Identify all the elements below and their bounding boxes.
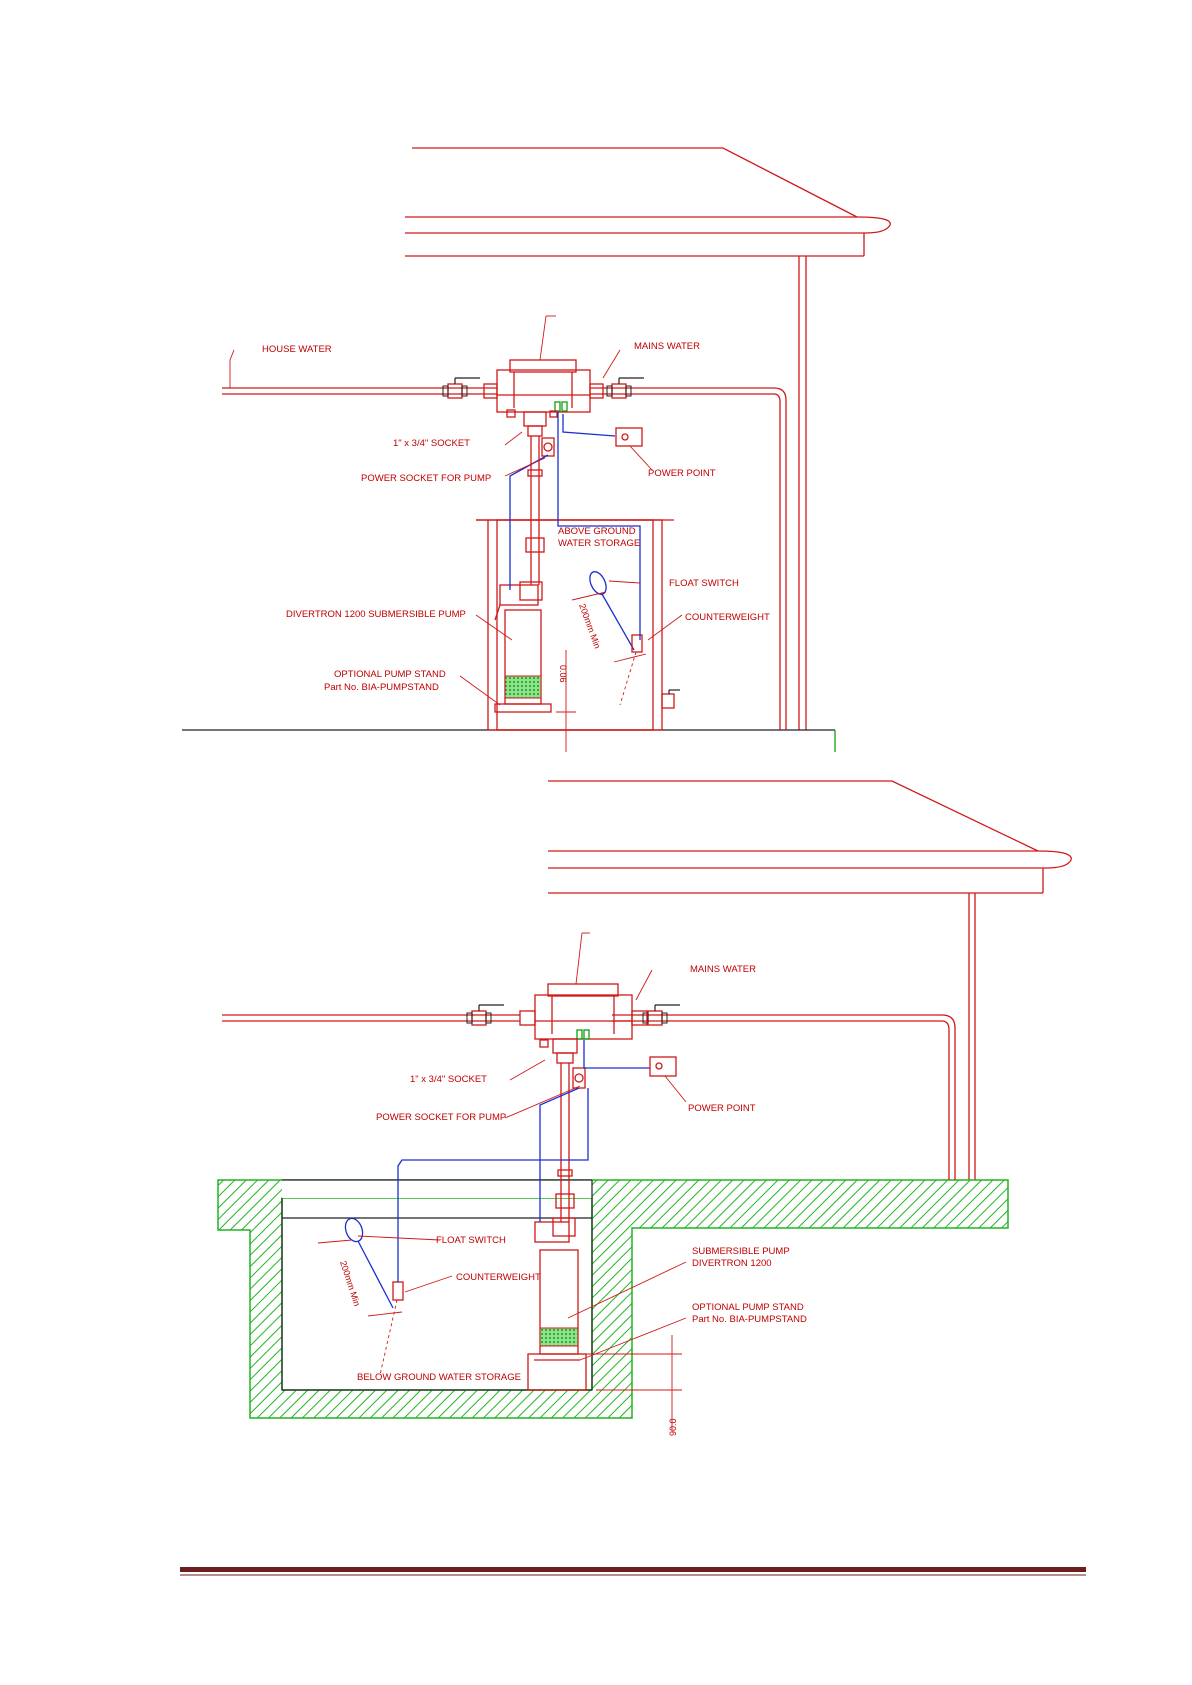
pump-controller-unit-lower bbox=[519, 932, 648, 1048]
ball-valve-left-lower bbox=[466, 1004, 504, 1026]
label-height-dimension-lower: 90.0 bbox=[668, 1418, 678, 1436]
label-storage-lower: BELOW GROUND WATER STORAGE bbox=[357, 1372, 521, 1383]
label-float-switch: FLOAT SWITCH bbox=[669, 578, 739, 589]
ball-valve-right-lower bbox=[642, 1004, 680, 1026]
below-ground-tank bbox=[217, 1179, 1009, 1419]
below-ground-diagram: MAINS WATER 1" x 3/4" SOCKET POWER SOCKE… bbox=[217, 780, 1072, 1436]
submersible-pump bbox=[494, 581, 552, 713]
label-power-socket: POWER SOCKET FOR PUMP bbox=[361, 473, 491, 484]
label-power-point-lower: POWER POINT bbox=[688, 1103, 756, 1114]
label-power-socket-lower: POWER SOCKET FOR PUMP bbox=[376, 1112, 506, 1123]
label-height-dimension: 0.06 bbox=[558, 665, 568, 683]
label-stand-line1-lower: OPTIONAL PUMP STAND bbox=[692, 1302, 804, 1313]
label-stand-line2-lower: Part No. BIA-PUMPSTAND bbox=[692, 1314, 807, 1325]
label-pump: DIVERTRON 1200 SUBMERSIBLE PUMP bbox=[286, 609, 466, 620]
label-float-switch-lower: FLOAT SWITCH bbox=[436, 1235, 506, 1246]
label-socket-lower: 1" x 3/4" SOCKET bbox=[410, 1074, 487, 1085]
ball-valve-left bbox=[442, 377, 480, 399]
house-roof bbox=[405, 147, 891, 730]
stand-height-dimension bbox=[556, 650, 576, 752]
label-pump-line2: DIVERTRON 1200 bbox=[692, 1258, 772, 1269]
riser-pipe bbox=[523, 411, 555, 585]
label-house-water: HOUSE WATER bbox=[262, 344, 332, 355]
submersible-pump-lower bbox=[527, 1217, 587, 1391]
label-storage-line1: ABOVE GROUND bbox=[558, 526, 636, 537]
stand-height-dimension-lower bbox=[586, 1335, 682, 1430]
label-socket: 1" x 3/4" SOCKET bbox=[393, 438, 470, 449]
leader-lines bbox=[229, 349, 683, 706]
label-counterweight-lower: COUNTERWEIGHT bbox=[456, 1272, 541, 1283]
pump-controller-unit bbox=[483, 315, 604, 418]
label-stand-line1: OPTIONAL PUMP STAND bbox=[334, 669, 446, 680]
ground-line bbox=[182, 729, 836, 752]
footer-rule bbox=[180, 1567, 1086, 1576]
label-mains-water-lower: MAINS WATER bbox=[690, 964, 756, 975]
label-float-dimension-lower: 200mm Min bbox=[338, 1260, 362, 1308]
ball-valve-right bbox=[606, 377, 644, 399]
label-stand-line2: Part No. BIA-PUMPSTAND bbox=[324, 682, 439, 693]
label-float-dimension: 200mm Min bbox=[577, 602, 602, 650]
float-switch bbox=[571, 571, 647, 706]
leader-lines-lower bbox=[357, 969, 687, 1361]
house-roof-lower bbox=[548, 780, 1072, 1180]
label-pump-line1: SUBMERSIBLE PUMP bbox=[692, 1246, 790, 1257]
label-mains-water: MAINS WATER bbox=[634, 341, 700, 352]
label-counterweight: COUNTERWEIGHT bbox=[685, 612, 770, 623]
label-storage-line2: WATER STORAGE bbox=[558, 538, 640, 549]
float-switch-lower bbox=[317, 1217, 404, 1376]
power-wiring-lower bbox=[397, 1040, 677, 1282]
above-ground-diagram: HOUSE WATER MAINS WATER 1" x 3/4" SOCKET… bbox=[182, 147, 891, 752]
label-power-point: POWER POINT bbox=[648, 468, 716, 479]
house-water-pipe bbox=[222, 387, 787, 730]
